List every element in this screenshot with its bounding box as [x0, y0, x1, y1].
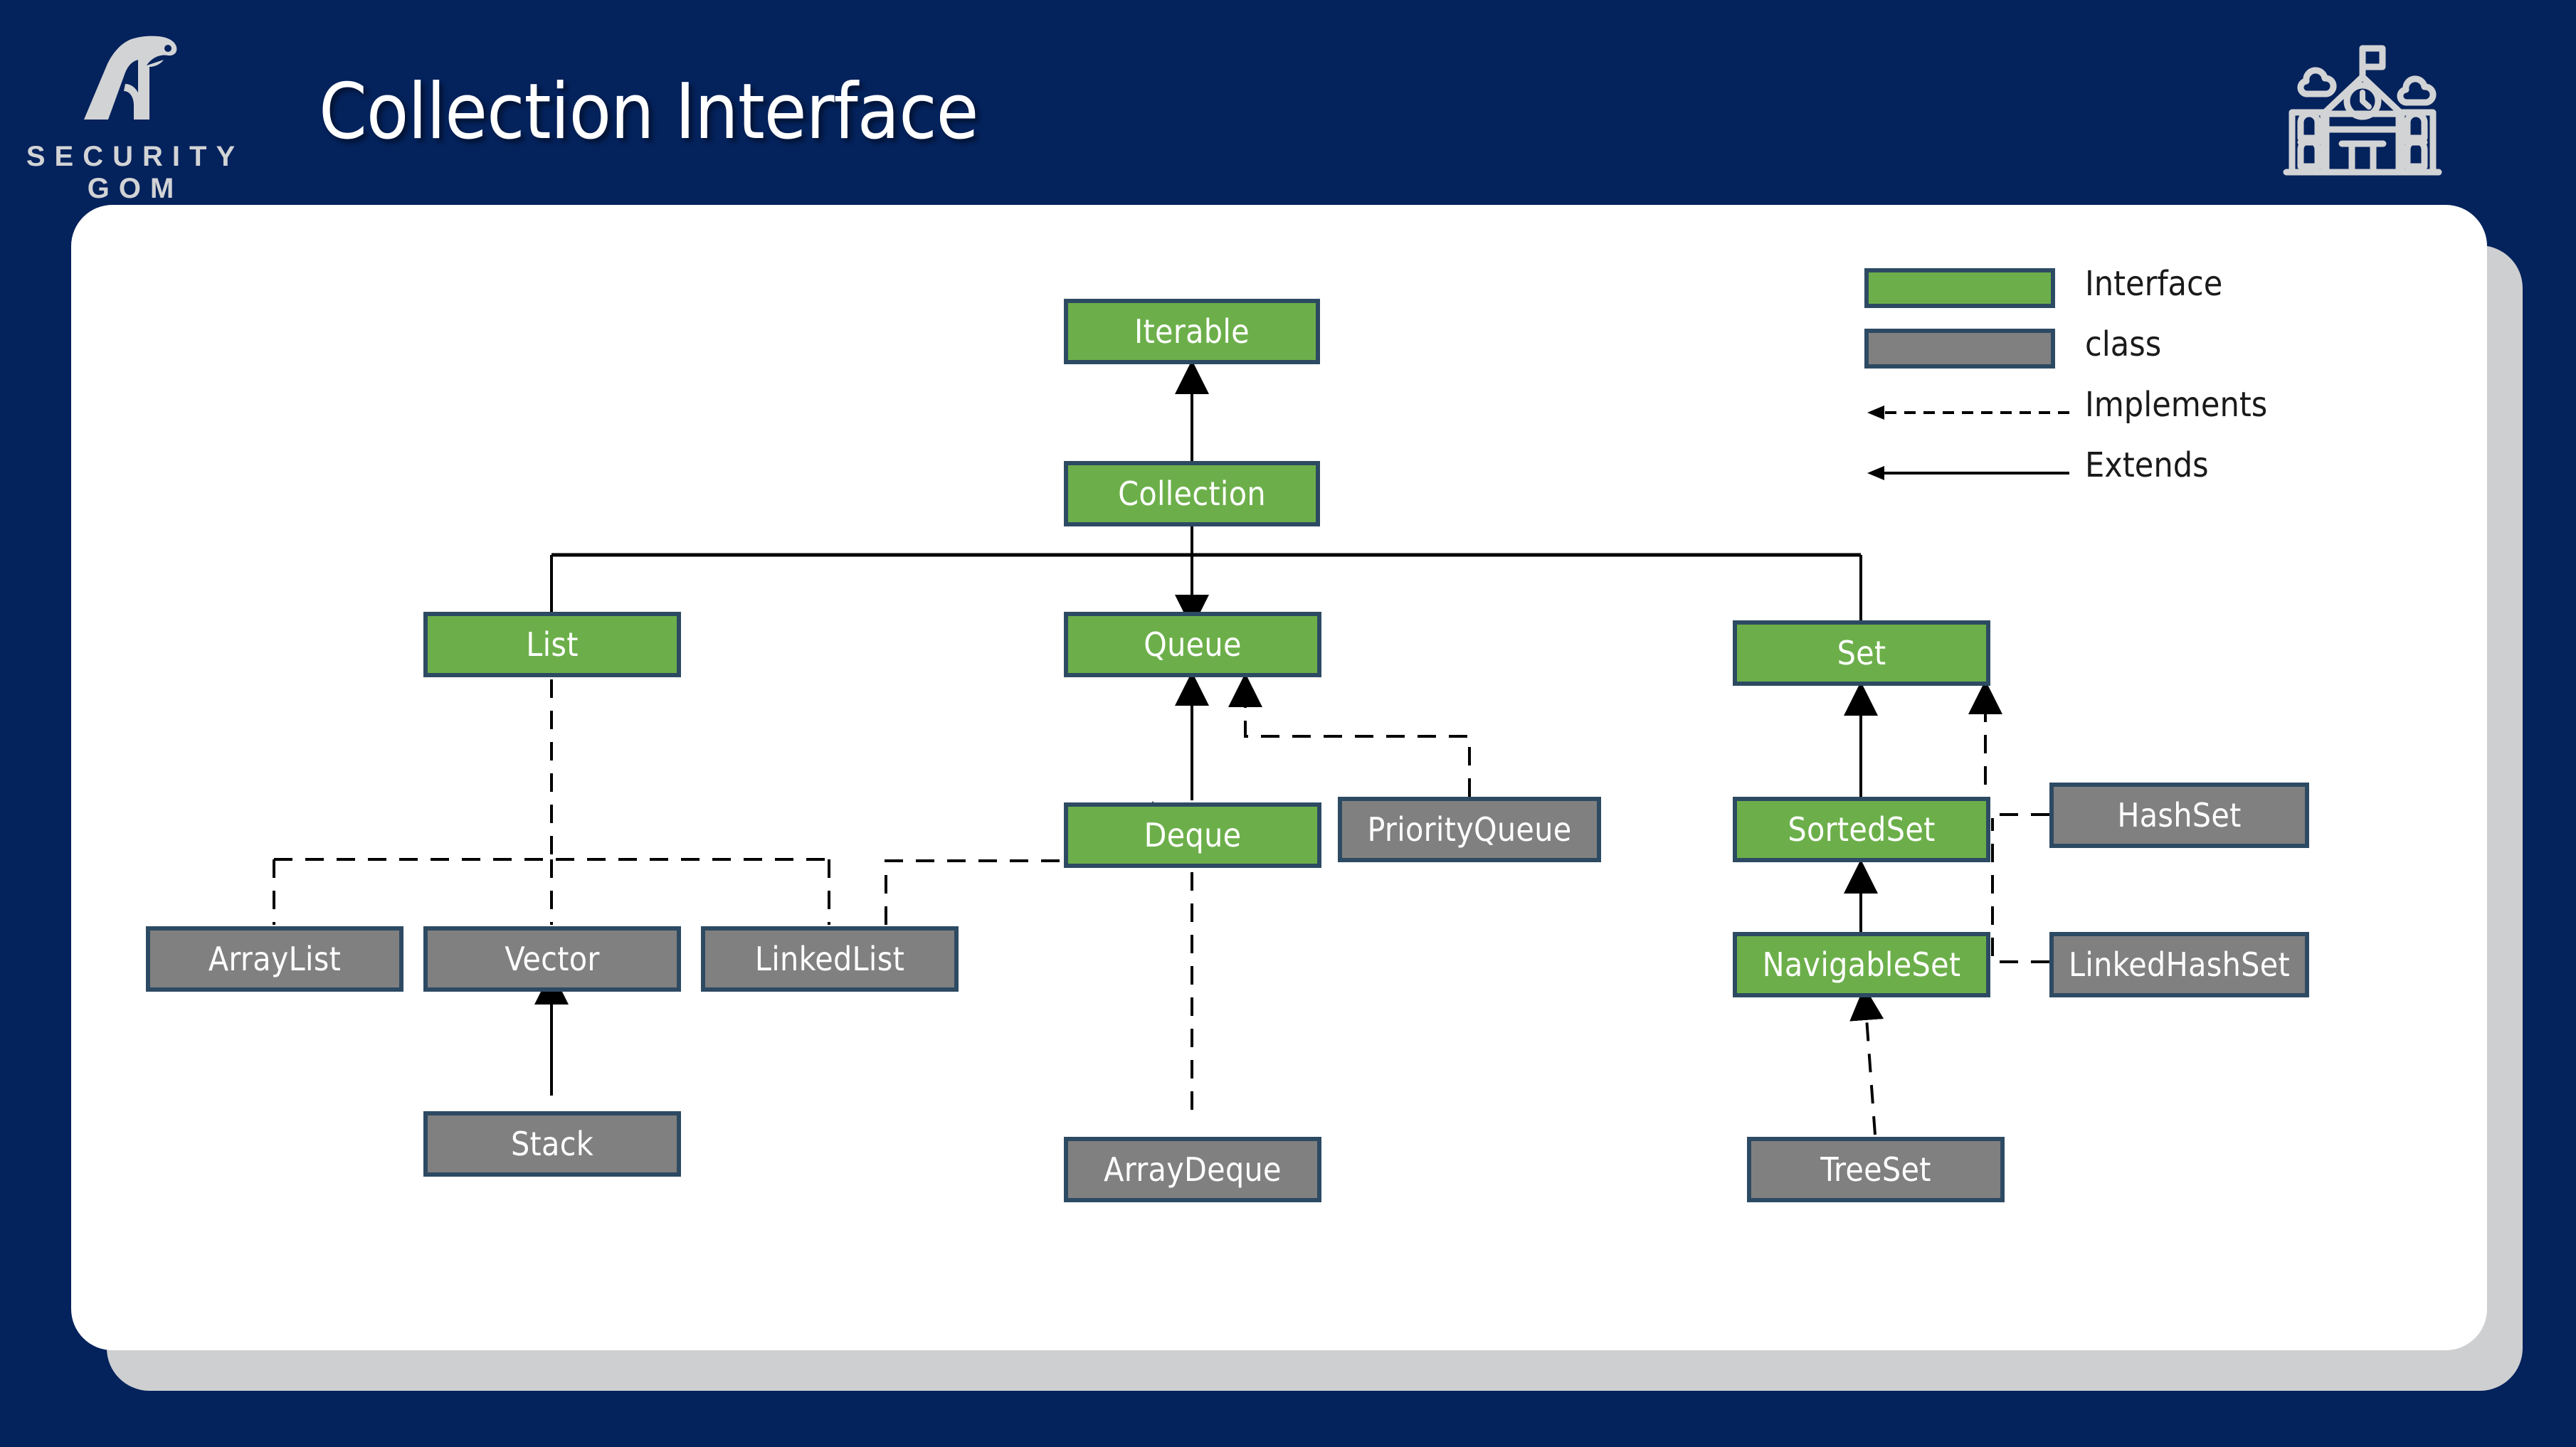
node-hashset[interactable]: HashSet	[2049, 783, 2309, 848]
node-treeset[interactable]: TreeSet	[1747, 1137, 2005, 1202]
node-iterable[interactable]: Iterable	[1064, 299, 1320, 364]
brand-logo: SECURITY GOM	[14, 34, 249, 205]
solid-arrow-icon	[1867, 466, 2069, 480]
node-arraylist[interactable]: ArrayList	[146, 926, 403, 992]
legend-swatch-class	[1864, 329, 2055, 369]
legend-label-class: class	[2085, 324, 2162, 364]
node-navigableset[interactable]: NavigableSet	[1733, 932, 1990, 997]
edge-hashset-set	[1968, 680, 2049, 816]
node-set[interactable]: Set	[1733, 620, 1990, 686]
legend-label-implements: Implements	[2085, 385, 2268, 425]
panther-logo-icon	[14, 34, 249, 134]
node-stack[interactable]: Stack	[423, 1111, 681, 1177]
node-linkedlist[interactable]: LinkedList	[701, 926, 959, 992]
legend-label-interface: Interface	[2085, 264, 2223, 304]
node-linkedhashset[interactable]: LinkedHashSet	[2049, 932, 2309, 997]
node-collection[interactable]: Collection	[1064, 461, 1320, 526]
node-priorityqueue[interactable]: PriorityQueue	[1338, 797, 1601, 862]
page-title: Collection Interface	[319, 68, 978, 157]
dashed-arrow-icon	[1867, 406, 2069, 420]
brand-name: SECURITY GOM	[26, 141, 245, 204]
legend-label-extends: Extends	[2085, 445, 2209, 485]
slide-header: SECURITY GOM Collection Interface	[0, 0, 2576, 204]
node-sortedset[interactable]: SortedSet	[1733, 797, 1990, 862]
node-queue[interactable]: Queue	[1064, 612, 1321, 677]
edge-linkedhashset-set	[1991, 818, 2049, 963]
school-building-icon	[2281, 36, 2444, 181]
node-vector[interactable]: Vector	[423, 926, 681, 992]
edge-treeset-navigableset	[1849, 986, 1884, 1135]
node-deque[interactable]: Deque	[1064, 802, 1321, 868]
node-arraydeque[interactable]: ArrayDeque	[1064, 1137, 1321, 1202]
node-list[interactable]: List	[423, 612, 681, 677]
legend-swatch-interface	[1864, 268, 2055, 308]
edge-priorityqueue-queue	[1228, 673, 1471, 797]
